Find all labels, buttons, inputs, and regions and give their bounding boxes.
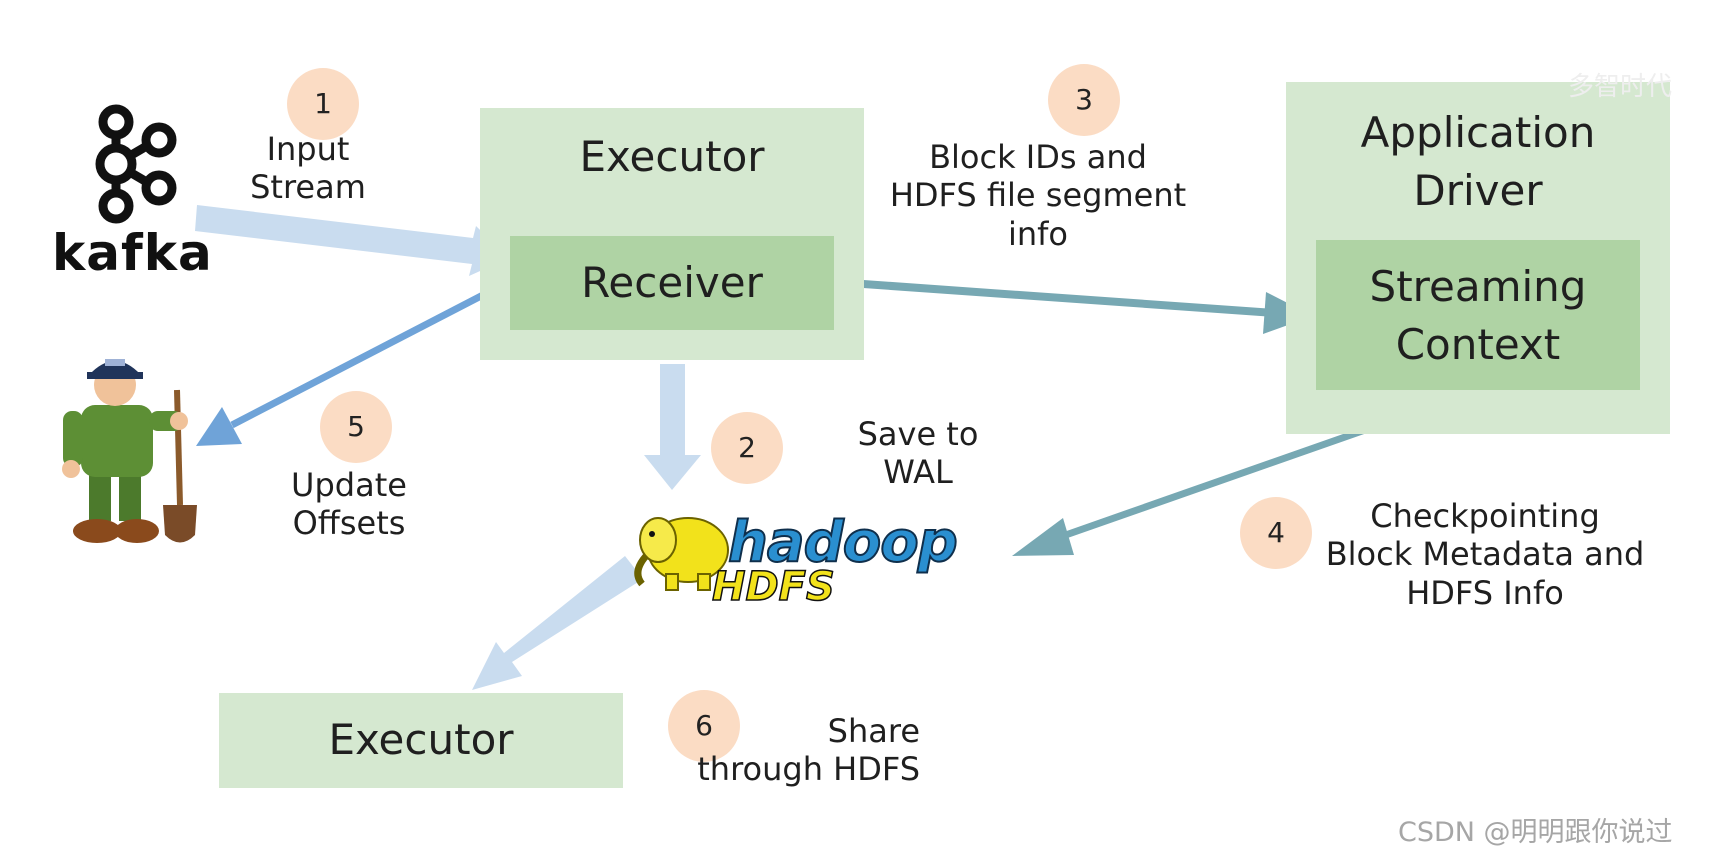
zookeeper-mascot-icon — [62, 359, 197, 543]
step-5-label: Update Offsets — [291, 466, 407, 543]
arrow-save-wal — [644, 364, 701, 490]
step-3-label: Block IDs and HDFS file segment info — [889, 138, 1187, 253]
csdn-watermark: CSDN @明明跟你说过 — [1398, 817, 1673, 848]
hadoop-wordmark: hadoop — [727, 509, 959, 576]
kafka-logo-icon — [95, 104, 177, 224]
step-2-label: Save to WAL — [857, 415, 979, 492]
step-6-label: Share through HDFS — [697, 712, 920, 789]
application-driver-box: Application Driver Streaming Context — [1286, 82, 1670, 434]
streaming-context-line1: Streaming — [1369, 262, 1587, 311]
driver-title-line1: Application — [1360, 108, 1596, 157]
step-5-badge: 5 — [320, 391, 392, 463]
hdfs-wordmark: HDFS — [711, 563, 835, 611]
arrow-share-hdfs — [472, 556, 643, 690]
step-4-label: Checkpointing Block Metadata and HDFS In… — [1325, 497, 1645, 612]
executor-bottom-box: Executor — [219, 693, 623, 788]
step-1-label: Input Stream — [250, 130, 366, 207]
receiver-label: Receiver — [581, 258, 763, 307]
executor-box: Executor Receiver — [480, 108, 864, 360]
faint-watermark: 多智时代 — [1568, 72, 1673, 102]
executor-title: Executor — [579, 132, 765, 181]
kafka-wordmark: kafka — [52, 224, 213, 282]
step-1-badge: 1 — [287, 68, 359, 140]
kafka-logo: kafka — [52, 104, 212, 284]
streaming-context-line2: Context — [1395, 320, 1561, 369]
driver-title-line2: Driver — [1413, 166, 1543, 215]
arrow-update-offsets-line — [230, 277, 512, 429]
receiver-box: Receiver — [510, 236, 834, 330]
executor-bottom-title: Executor — [328, 715, 514, 764]
step-3-badge: 3 — [1048, 64, 1120, 136]
arrow-update-offsets-head — [196, 407, 242, 446]
hadoop-hdfs-logo: hadoop HDFS — [628, 500, 1008, 618]
streaming-context-box: Streaming Context — [1316, 240, 1640, 390]
step-4-badge: 4 — [1240, 497, 1312, 569]
arrow-input-stream — [195, 205, 509, 276]
step-2-badge: 2 — [711, 412, 783, 484]
arrow-checkpoint-head — [1012, 518, 1074, 556]
arrow-block-ids-line — [834, 278, 1276, 317]
hadoop-elephant-icon — [634, 517, 729, 591]
step-6-badge: 6 — [668, 690, 740, 762]
